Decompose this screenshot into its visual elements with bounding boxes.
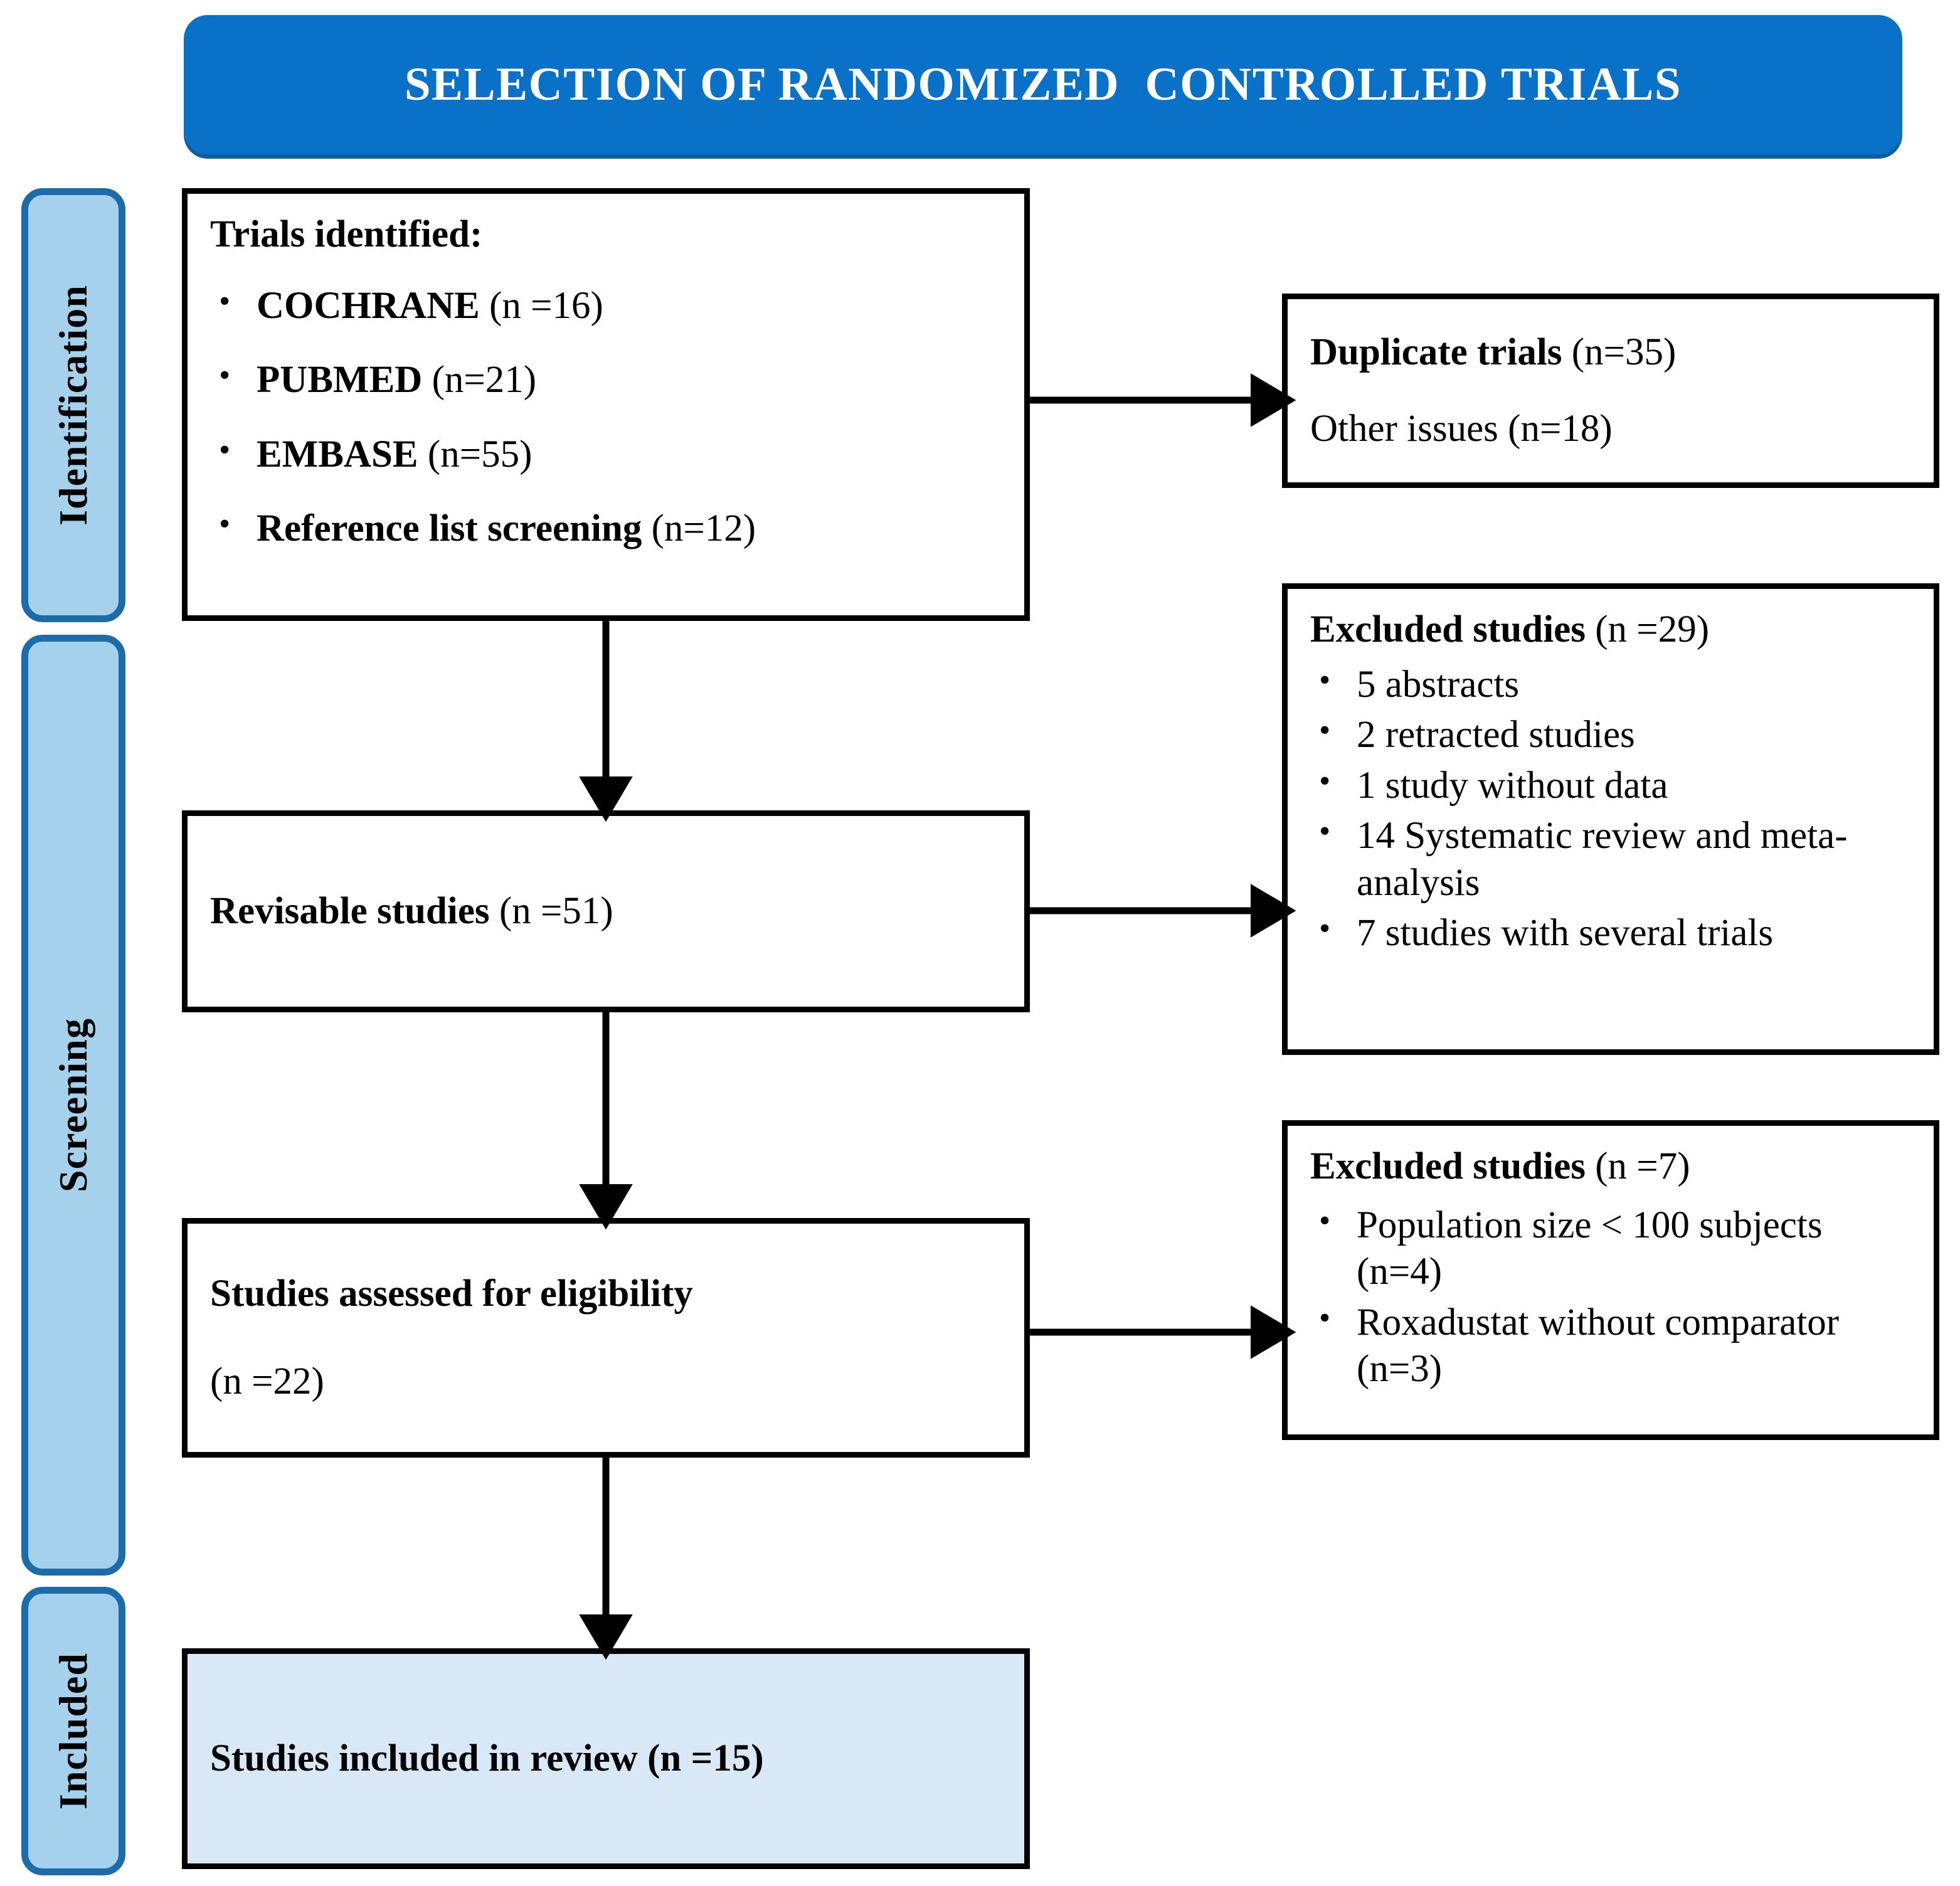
included-studies-label: Studies included in review (n =15) — [210, 1737, 764, 1779]
source-count: (n=21) — [422, 359, 537, 401]
included-studies-line: Studies included in review (n =15) — [210, 1734, 764, 1783]
excluded-29-count: (n =29) — [1585, 608, 1710, 650]
page-title: SELECTION OF RANDOMIZED CONTROLLED TRIAL… — [404, 58, 1682, 110]
eligibility-label: Studies assessed for eligibility — [210, 1269, 1002, 1318]
box-revisable-studies: Revisable studies (n =51) — [182, 810, 1030, 1012]
revisable-studies-label: Revisable studies — [210, 889, 490, 932]
source-name: PUBMED — [257, 359, 423, 401]
list-item: 5 abstracts — [1310, 660, 1911, 708]
excluded-7-label: Excluded studies — [1310, 1145, 1586, 1187]
revisable-studies-count: (n =51) — [489, 889, 613, 932]
source-name: EMBASE — [257, 433, 418, 475]
box-studies-assessed-eligibility: Studies assessed for eligibility (n =22) — [182, 1218, 1030, 1458]
list-item: PUBMED (n=21) — [210, 356, 1002, 403]
box-excluded-studies-7: Excluded studies (n =7) Population size … — [1282, 1120, 1939, 1440]
stage-pill-included: Included — [21, 1587, 125, 1875]
diagram-title-banner: SELECTION OF RANDOMIZED CONTROLLED TRIAL… — [184, 15, 1902, 154]
stage-pill-identification: Identification — [21, 188, 125, 622]
source-count: (n =16) — [479, 285, 603, 327]
box-excluded-studies-29-list: 5 abstracts 2 retracted studies 1 study … — [1310, 660, 1911, 956]
stage-label-screening: Screening — [51, 1017, 95, 1193]
revisable-studies-line: Revisable studies (n =51) — [210, 887, 613, 936]
list-item: 14 Systematic review and meta-analysis — [1310, 812, 1911, 906]
stage-label-identification: Identification — [51, 285, 95, 526]
source-name: COCHRANE — [257, 285, 480, 327]
box-trials-identified-heading: Trials identified: — [210, 213, 483, 255]
list-item: 1 study without data — [1310, 761, 1911, 809]
stage-pill-screening: Screening — [21, 635, 125, 1576]
box-excluded-studies-7-list: Population size < 100 subjects (n=4) Rox… — [1310, 1201, 1911, 1393]
excluded-29-label: Excluded studies — [1310, 608, 1586, 650]
box-excluded-studies-7-heading: Excluded studies (n =7) — [1310, 1142, 1911, 1191]
excluded-7-count: (n =7) — [1585, 1145, 1690, 1187]
eligibility-label-text: Studies assessed for eligibility — [210, 1272, 693, 1315]
box-trials-identified: Trials identified: COCHRANE (n =16) PUBM… — [182, 188, 1030, 621]
box-studies-included-in-review: Studies included in review (n =15) — [182, 1648, 1030, 1869]
box-excluded-studies-29: Excluded studies (n =29) 5 abstracts 2 r… — [1282, 583, 1939, 1055]
other-issues-line: Other issues (n=18) — [1310, 408, 1613, 450]
list-item: Population size < 100 subjects (n=4) — [1310, 1201, 1911, 1296]
list-item: 2 retracted studies — [1310, 711, 1911, 758]
source-count: (n=55) — [418, 433, 532, 475]
box-trials-identified-list: COCHRANE (n =16) PUBMED (n=21) EMBASE (n… — [210, 282, 1002, 553]
list-item: EMBASE (n=55) — [210, 430, 1002, 478]
list-item: 7 studies with several trials — [1310, 909, 1911, 956]
box-excluded-studies-29-heading: Excluded studies (n =29) — [1310, 605, 1911, 654]
duplicate-trials-label: Duplicate trials — [1310, 331, 1562, 373]
source-name: Reference list screening — [257, 507, 642, 550]
list-item: Roxadustat without comparator (n=3) — [1310, 1298, 1911, 1393]
box-duplicate-trials: Duplicate trials (n=35) Other issues (n=… — [1282, 294, 1939, 488]
eligibility-count: (n =22) — [210, 1360, 324, 1402]
duplicate-trials-line: Duplicate trials (n=35) — [1310, 328, 1911, 377]
stage-label-included: Included — [51, 1653, 95, 1809]
duplicate-trials-count: (n=35) — [1562, 331, 1677, 373]
source-count: (n=12) — [642, 507, 756, 550]
list-item: Reference list screening (n=12) — [210, 504, 1002, 552]
list-item: COCHRANE (n =16) — [210, 282, 1002, 329]
